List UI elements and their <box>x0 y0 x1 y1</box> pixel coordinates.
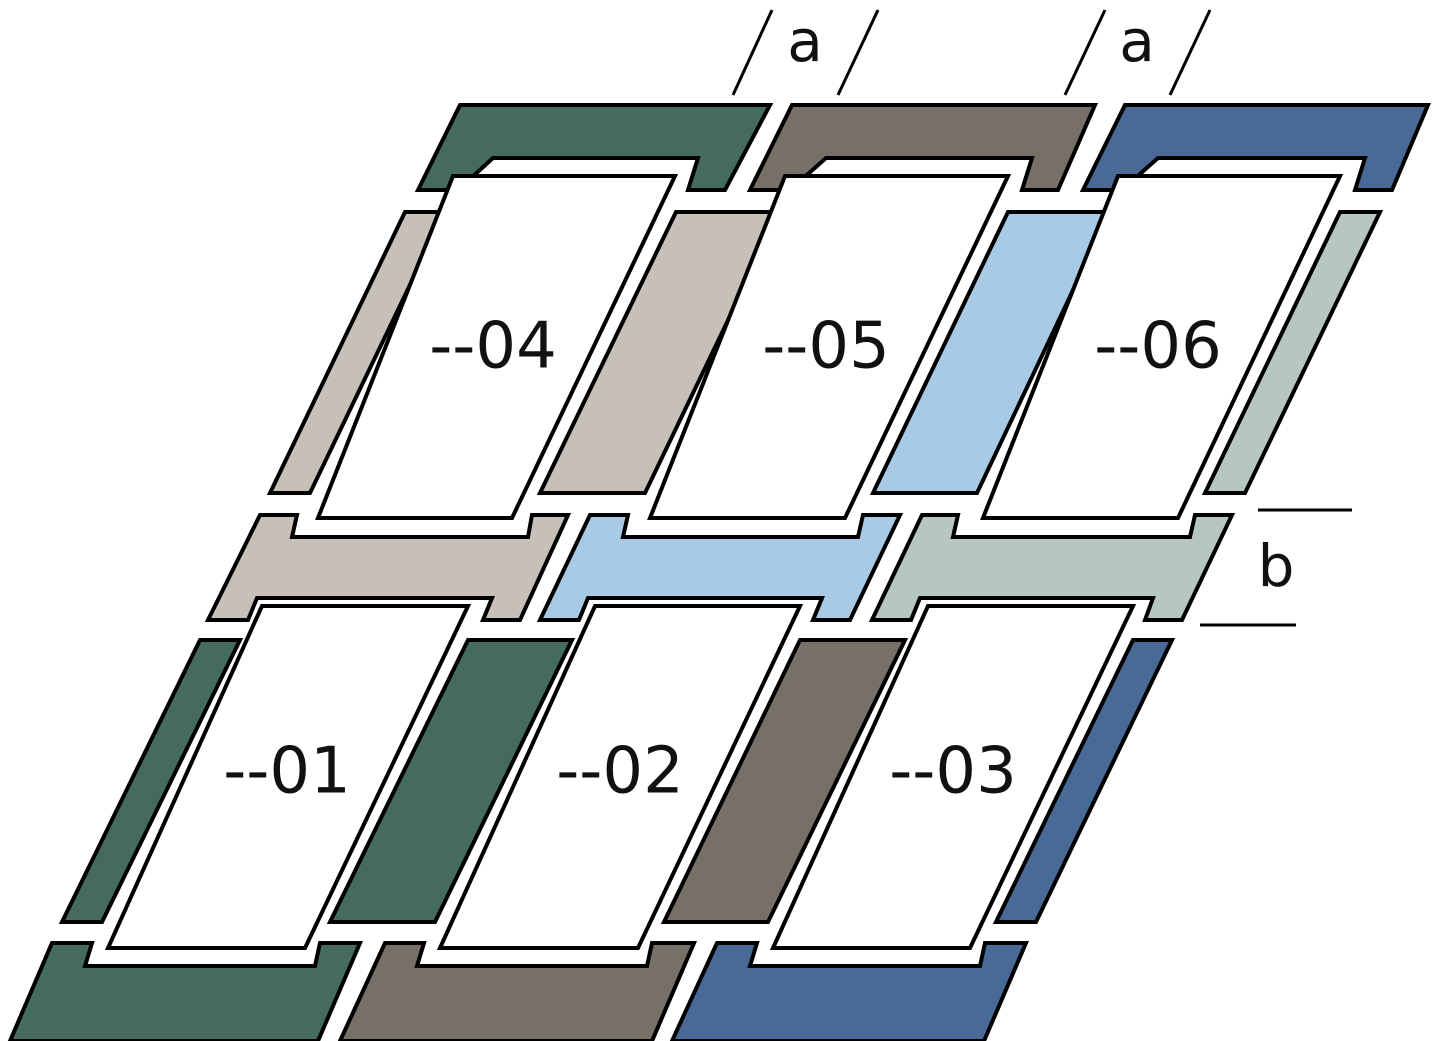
mid-flashing-window-05 <box>536 513 904 622</box>
window-04-frame <box>315 174 679 520</box>
side-strip-between-01-02 <box>326 638 576 924</box>
top-flashing-window-05 <box>746 103 1099 192</box>
window-03-label: --03 <box>889 735 1017 809</box>
bottom-flashing-window-02 <box>337 941 698 1041</box>
dimension-a-right-label: a <box>1119 7 1155 75</box>
window-02-label: --02 <box>556 735 684 809</box>
window-05-label: --05 <box>762 310 890 384</box>
top-flashing-window-06 <box>1079 103 1432 192</box>
mid-flashing-window-04 <box>204 513 572 622</box>
mid-flashing-window-06 <box>868 513 1236 622</box>
window-05: --05 <box>647 174 1012 520</box>
side-strip-between-04-05 <box>536 210 784 495</box>
dimension-a-left-tick-1 <box>731 9 774 96</box>
window-06-frame <box>980 174 1344 520</box>
dimension-a-right-tick-1 <box>1063 9 1107 96</box>
top-flashing-window-04 <box>414 103 774 192</box>
side-strip-left-window-01 <box>58 638 244 924</box>
dimension-a-left-label: a <box>787 7 823 75</box>
window-04: --04 <box>315 174 679 520</box>
side-strip-right-window-06 <box>1201 210 1384 495</box>
window-06-label: --06 <box>1094 310 1222 384</box>
window-04-label: --04 <box>429 310 557 384</box>
side-strip-right-window-03 <box>992 638 1176 924</box>
window-02-frame <box>436 604 804 950</box>
window-02: --02 <box>436 604 804 950</box>
bottom-flashing-window-01 <box>7 941 364 1041</box>
dimension-b-label: b <box>1258 532 1295 600</box>
window-03-frame <box>769 604 1137 950</box>
window-01-label: --01 <box>223 735 351 809</box>
side-strip-between-05-06 <box>869 210 1114 495</box>
dimension-b: b <box>1200 508 1352 627</box>
dimension-a-right-tick-2 <box>1168 9 1212 96</box>
side-strip-left-window-04 <box>266 210 449 495</box>
side-strip-between-02-03 <box>660 638 909 924</box>
bottom-flashing-window-03 <box>669 941 1030 1041</box>
window-06: --06 <box>980 174 1344 520</box>
window-05-frame <box>647 174 1012 520</box>
window-01: --01 <box>104 604 472 950</box>
window-03: --03 <box>769 604 1137 950</box>
dimension-a-right: a <box>1063 7 1212 96</box>
dimension-a-left-tick-2 <box>836 9 880 96</box>
dimension-a-left: a <box>731 7 880 96</box>
window-01-frame <box>104 604 472 950</box>
